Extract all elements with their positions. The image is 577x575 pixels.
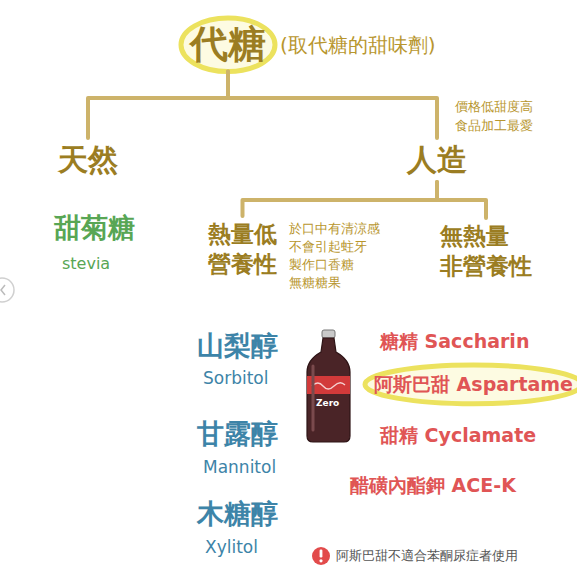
subcategory-term: 無熱量 非營養性	[438, 220, 534, 284]
sweetener-name: 山梨醇	[197, 330, 278, 362]
sweetener-latin: stevia	[62, 254, 110, 273]
sweetener-name: 甜菊糖	[54, 212, 135, 244]
sweetener-name: 阿斯巴甜 Aspartame	[374, 373, 573, 396]
tree-connector	[228, 72, 437, 138]
side-note: 於口中有清涼感 不會引起蛀牙 製作口香糖 無糖糖果	[289, 220, 380, 293]
sweetener-name: 甜精 Cyclamate	[380, 424, 536, 447]
warning-icon	[312, 547, 330, 565]
category-text: 天然	[58, 142, 118, 178]
tree-connector	[437, 182, 486, 218]
bottle-label: Zero	[316, 398, 339, 409]
root-title: 代糖	[190, 22, 266, 68]
side-note: 價格低甜度高 食品加工最愛	[455, 98, 533, 136]
root-term: 代糖 (取代糖的甜味劑)	[188, 20, 438, 70]
tree-connector	[243, 182, 438, 216]
sweetener-name: 糖精 Saccharin	[380, 330, 529, 353]
sweetener-latin: Mannitol	[203, 457, 276, 477]
soda-bottle	[307, 330, 350, 442]
subcategory-text: 熱量低 營養性	[208, 220, 277, 280]
carousel-chevron	[1, 285, 5, 295]
highlight-oval	[365, 365, 577, 404]
category-term: 天然	[56, 140, 120, 180]
sweetener-name: 醋磺內酯鉀 ACE-K	[350, 474, 516, 497]
sweetener-latin: Xylitol	[205, 537, 258, 557]
subcategory-term: 熱量低 營養性	[206, 218, 279, 282]
sweetener-latin: Sorbitol	[203, 368, 269, 388]
tree-connector	[88, 72, 228, 138]
category-text: 人造	[407, 142, 467, 178]
category-term: 人造	[405, 140, 469, 180]
carousel-arrow	[0, 278, 14, 302]
highlight-oval	[181, 18, 275, 72]
warning-note: 阿斯巴甜不適合苯酮尿症者使用	[336, 548, 518, 564]
root-subtitle: (取代糖的甜味劑)	[280, 33, 436, 57]
subcategory-text: 無熱量 非營養性	[440, 222, 532, 282]
sweetener-name: 木糖醇	[197, 498, 278, 530]
sweetener-name: 甘露醇	[197, 418, 278, 450]
